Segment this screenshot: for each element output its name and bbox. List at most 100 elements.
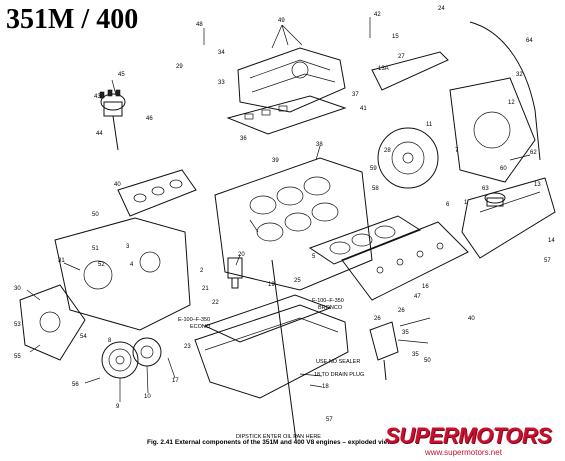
valve-cover-lower	[461, 177, 556, 259]
callout-58: 58	[372, 186, 379, 192]
oil-pan-gasket	[203, 294, 332, 343]
callout-40: 40	[114, 182, 121, 188]
callout-36: 36	[240, 136, 247, 142]
vibration-damper	[132, 337, 162, 367]
oil-filler-cap	[484, 192, 506, 207]
callout-labels: 48 49 42 24 15 27 64 34 29 33 13A 32 45 …	[14, 6, 555, 423]
callout-3: 3	[126, 244, 130, 250]
supermotors-watermark: SUPERMOTORS www.supermotors.net	[385, 423, 561, 459]
callout-48: 48	[196, 22, 203, 28]
callout-31: 31	[58, 258, 65, 264]
callout-55: 55	[14, 354, 21, 360]
callout-24: 24	[438, 6, 445, 12]
callout-29: 29	[176, 64, 183, 70]
dipstick	[271, 259, 297, 441]
callout-7: 7	[455, 148, 459, 154]
note-no-sealer: USE NO SEALER	[316, 359, 360, 365]
callout-2: 2	[200, 268, 204, 274]
note-bronco-models: F-100–F-350	[312, 298, 344, 304]
annotation-notes: E-100–F-350 ECONO F-100–F-350 BRONCO USE…	[178, 298, 364, 440]
watermark-url: www.supermotors.net	[425, 448, 502, 457]
note-drain-plug: 18 TO DRAIN PLUG	[314, 372, 364, 378]
callout-22: 22	[212, 300, 219, 306]
callout-11: 11	[426, 122, 433, 128]
callout-37: 37	[352, 92, 359, 98]
figure-caption: Fig. 2.41 External components of the 351…	[147, 439, 393, 446]
callout-18: 18	[322, 384, 329, 390]
leader-lines	[26, 17, 531, 402]
intake-gasket	[226, 95, 347, 135]
callout-60: 60	[500, 166, 507, 172]
note-dipstick: DIPSTICK ENTER OIL PAN HERE	[236, 434, 321, 440]
callout-35: 35	[412, 352, 419, 358]
oil-pan	[194, 304, 349, 399]
cylinder-head	[341, 221, 469, 301]
distributor	[99, 89, 126, 151]
bell-housing	[449, 77, 536, 183]
callout-44: 44	[96, 131, 103, 137]
callout-51: 51	[92, 246, 99, 252]
exhaust-manifold	[117, 169, 197, 217]
callout-64: 64	[526, 38, 533, 44]
callout-50: 50	[92, 212, 99, 218]
callout-15: 15	[392, 34, 399, 40]
callout-17: 17	[172, 378, 179, 384]
callout-50-lower: 50	[424, 358, 431, 364]
intake-manifold	[237, 47, 346, 113]
callout-57-lower: 57	[326, 417, 333, 423]
callout-19: 19	[268, 282, 275, 288]
callout-35-lower: 35	[402, 330, 409, 336]
callout-43: 43	[94, 94, 101, 100]
timing-cover	[54, 217, 191, 331]
callout-42: 42	[374, 12, 381, 18]
callout-8: 8	[108, 338, 112, 344]
callout-13a: 13A	[378, 66, 389, 72]
water-pump	[19, 284, 86, 361]
callout-23: 23	[184, 344, 191, 350]
callout-34: 34	[218, 50, 225, 56]
oil-pump	[369, 321, 399, 381]
callout-49: 49	[278, 18, 285, 24]
callout-12: 12	[508, 100, 515, 106]
callout-13: 13	[534, 182, 541, 188]
callout-54: 54	[80, 334, 87, 340]
callout-4: 4	[130, 262, 134, 268]
callout-63: 63	[482, 186, 489, 192]
callout-33: 33	[218, 80, 225, 86]
callout-6: 6	[446, 202, 450, 208]
heater-hose	[469, 21, 541, 161]
callout-10: 10	[144, 394, 151, 400]
callout-46: 46	[146, 116, 153, 122]
callout-32: 32	[516, 72, 523, 78]
callout-62: 62	[530, 150, 537, 156]
callout-52: 52	[98, 262, 105, 268]
callout-41: 41	[360, 106, 367, 112]
callout-20: 20	[238, 252, 245, 258]
callout-5: 5	[312, 254, 316, 260]
callout-59: 59	[370, 166, 377, 172]
engine-title: 351M / 400	[6, 4, 139, 35]
callout-47: 47	[414, 294, 421, 300]
callout-26: 26	[374, 316, 381, 322]
callout-27: 27	[398, 54, 405, 60]
callout-30: 30	[14, 286, 21, 292]
note-econo: ECONO	[190, 324, 211, 330]
callout-16: 16	[422, 284, 429, 290]
flywheel	[377, 127, 439, 189]
note-bronco: BRONCO	[318, 305, 343, 311]
callout-26-lower: 26	[398, 308, 405, 314]
fuel-pump	[227, 257, 243, 289]
callout-57: 57	[544, 258, 551, 264]
watermark-brand: SUPERMOTORS	[385, 423, 552, 448]
head-gasket	[308, 215, 422, 265]
cylinder-block	[214, 157, 373, 291]
callout-56: 56	[72, 382, 79, 388]
callout-21: 21	[202, 286, 209, 292]
callout-28: 28	[384, 148, 391, 154]
crankshaft-pulley	[101, 341, 139, 379]
callout-45: 45	[118, 72, 125, 78]
callout-53: 53	[14, 322, 21, 328]
callout-9: 9	[116, 404, 120, 410]
